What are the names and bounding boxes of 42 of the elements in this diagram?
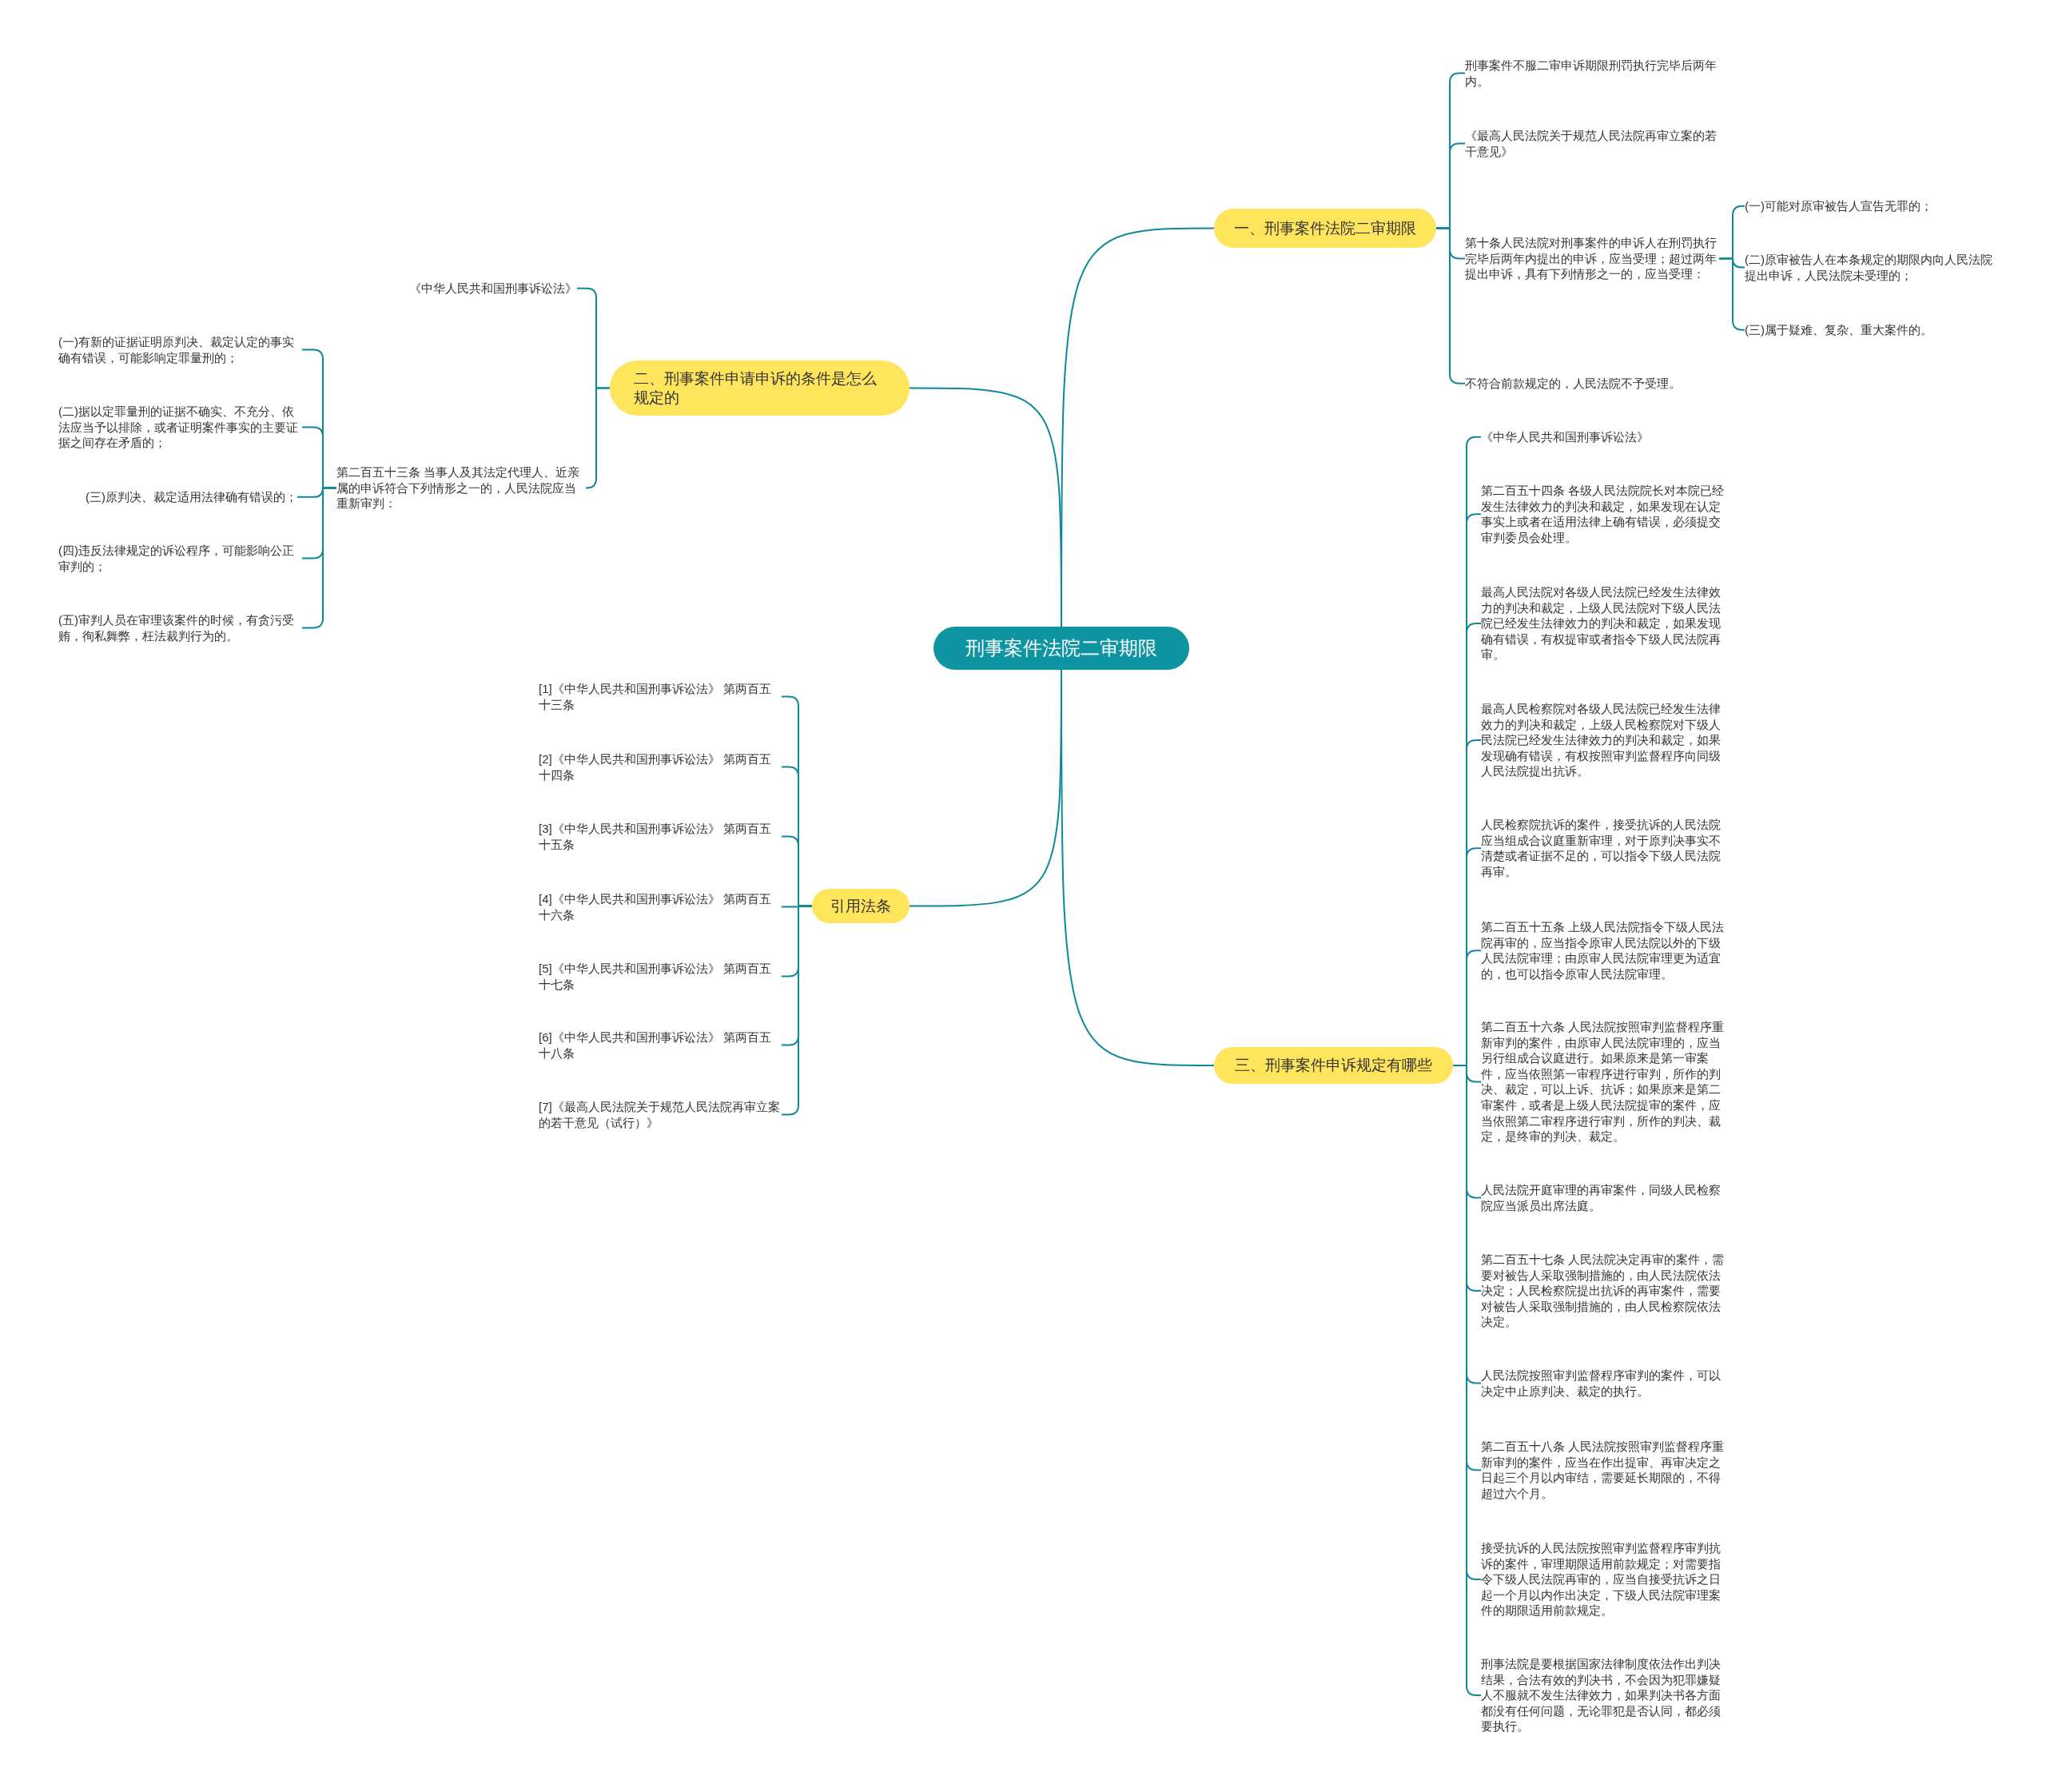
topic-text: (四)违反法律规定的诉讼程序，可能影响公正审判的； — [58, 543, 302, 575]
connector — [585, 387, 611, 489]
topic-text: [4]《中华人民共和国刑事诉讼法》 第两百五十六条 — [539, 891, 782, 923]
topic-text: 第十条人民法院对刑事案件的申诉人在刑罚执行完毕后两年内提出的申诉，应当受理；超过两年提出申诉，具有下列情形之一的，应当受理： — [1465, 235, 1719, 282]
topic-text: 不符合前款规定的，人民法院不予受理。 — [1465, 376, 1722, 392]
topic-text: 《中华人民共和国刑事诉讼法》 — [1481, 429, 1730, 445]
topic-text: (二)据以定罪量刑的证据不确实、不充分、依法应当予以排除，或者证明案件事实的主要证据之间存在矛盾的； — [58, 404, 302, 451]
central-topic: 刑事案件法院二审期限 — [933, 627, 1189, 670]
branch-topic: 一、刑事案件法院二审期限 — [1214, 209, 1436, 248]
topic-text: 第二百五十七条 人民法院决定再审的案件，需要对被告人采取强制措施的，由人民法院依法决定；人民检察院提出抗诉的再审案件，需要对被告人采取强制措施的，由人民检察院依法决定。 — [1481, 1252, 1730, 1330]
topic-text: (三)原判决、裁定适用法律确有错误的； — [86, 489, 297, 505]
topic-text: (一)可能对原审被告人宣告无罪的； — [1745, 198, 2008, 214]
topic-text: 第二百五十五条 上级人民法院指令下级人民法院再审的，应当指令原审人民法院以外的下级人民法院审理；由原审人民法院审理更为适宜的，也可以指令原审人民法院审理。 — [1481, 919, 1730, 982]
topic-text: 《最高人民法院关于规范人民法院再审立案的若干意见》 — [1465, 128, 1722, 160]
topic-text: (一)有新的证据证明原判决、裁定认定的事实确有错误，可能影响定罪量刑的； — [58, 334, 302, 366]
topic-text: 第二百五十八条 人民法院按照审判监督程序重新审判的案件，应当在作出提审、再审决定之日起三个月以内审结，需要延长期限的，不得超过六个月。 — [1481, 1439, 1730, 1502]
topic-text: 第二百五十六条 人民法院按照审判监督程序重新审判的案件，由原审人民法院审理的，应当另行组成合议庭进行。如果原来是第一审案件，应当依照第一审程序进行审判，所作的判决、裁定，可以上诉、抗诉；如果原来是第二审案件，或者是上级人民法院提审的案件，应当依照第二审程序进行审判，所作的判决、裁定，是终审的判决、裁定。 — [1481, 1019, 1730, 1145]
topic-text: [5]《中华人民共和国刑事诉讼法》 第两百五十七条 — [539, 961, 782, 993]
branch-topic: 二、刑事案件申请申诉的条件是怎么规定的 — [610, 360, 910, 416]
topic-text: 第二百五十三条 当事人及其法定代理人、近亲属的申诉符合下列情形之一的，人民法院应当重新审判： — [336, 464, 586, 512]
topic-text: [3]《中华人民共和国刑事诉讼法》 第两百五十五条 — [539, 821, 782, 853]
branch-topic: 引用法条 — [812, 889, 910, 923]
topic-text: (二)原审被告人在本条规定的期限内向人民法院提出申诉，人民法院未受理的； — [1745, 252, 1999, 284]
topic-text: 第二百五十四条 各级人民法院院长对本院已经发生法律效力的判决和裁定，如果发现在认定事实上或者在适用法律上确有错误，必须提交审判委员会处理。 — [1481, 483, 1730, 546]
branch-topic: 三、刑事案件申诉规定有哪些 — [1214, 1047, 1453, 1084]
topic-text: 《中华人民共和国刑事诉讼法》 — [409, 281, 577, 297]
topic-text: [6]《中华人民共和国刑事诉讼法》 第两百五十八条 — [539, 1029, 782, 1061]
topic-text: (三)属于疑难、复杂、重大案件的。 — [1745, 322, 2008, 338]
topic-text: [1]《中华人民共和国刑事诉讼法》 第两百五十三条 — [539, 681, 782, 713]
topic-text: 刑事案件不服二审申诉期限刑罚执行完毕后两年内。 — [1465, 58, 1722, 90]
topic-text: 人民法院开庭审理的再审案件，同级人民检察院应当派员出席法庭。 — [1481, 1182, 1730, 1214]
topic-text: [7]《最高人民法院关于规范人民法院再审立案的若干意见（试行）》 — [539, 1099, 782, 1131]
topic-text: [2]《中华人民共和国刑事诉讼法》 第两百五十四条 — [539, 751, 782, 783]
topic-text: 人民检察院抗诉的案件，接受抗诉的人民法院应当组成合议庭重新审理，对于原判决事实不清楚或者证据不足的，可以指令下级人民法院再审。 — [1481, 817, 1730, 880]
topic-text: 人民法院按照审判监督程序审判的案件，可以决定中止原判决、裁定的执行。 — [1481, 1368, 1730, 1400]
topic-text: 刑事法院是要根据国家法律制度依法作出判决结果，合法有效的判决书，不会因为犯罪嫌疑人不服就不发生法律效力，如果判决书各方面都没有任何问题，无论罪犯是否认同，都必须要执行。 — [1481, 1656, 1730, 1734]
topic-text: 最高人民检察院对各级人民法院已经发生法律效力的判决和裁定，上级人民检察院对下级人民法院已经发生法律效力的判决和裁定，如果发现确有错误，有权按照审判监督程序向同级人民法院提出抗诉。 — [1481, 701, 1730, 779]
connector — [1718, 257, 1745, 331]
topic-text: 接受抗诉的人民法院按照审判监督程序审判抗诉的案件，审理期限适用前款规定；对需要指令下级人民法院再审的，应当自接受抗诉之日起一个月以内作出决定，下级人民法院审理案件的期限适用前款规定。 — [1481, 1540, 1730, 1619]
connector — [781, 905, 813, 1116]
topic-text: (五)审判人员在审理该案件的时候，有贪污受贿，徇私舞弊，枉法裁判行为的。 — [58, 612, 302, 644]
topic-text: 最高人民法院对各级人民法院已经发生法律效力的判决和裁定，上级人民法院对下级人民法院已经发生法律效力的判决和裁定，如果发现确有错误，有权提审或者指令下级人民法院再审。 — [1481, 584, 1730, 663]
